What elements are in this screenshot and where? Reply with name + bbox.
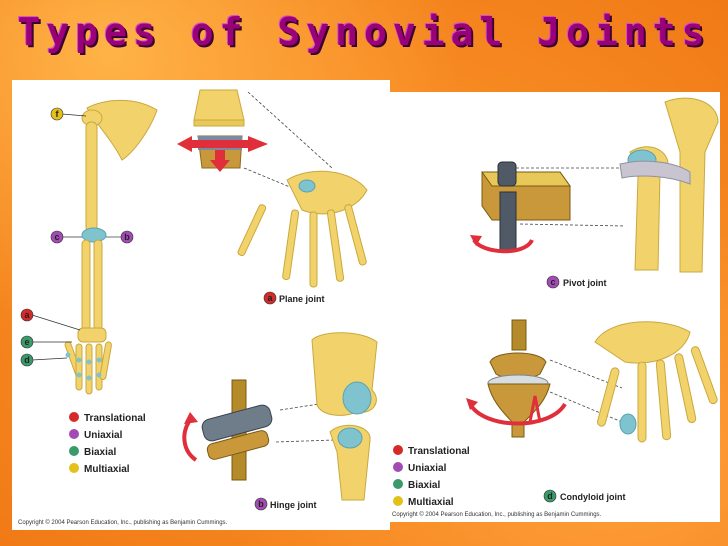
condyloid-joint-badge-text: d: [547, 491, 553, 501]
badge-a-text: a: [24, 310, 30, 320]
arm-skeleton: [64, 99, 158, 395]
hinge-joint-model: [182, 379, 273, 481]
legend-r-uniaxial-dot: [393, 462, 403, 472]
legend-r-uniaxial: Uniaxial: [408, 463, 447, 474]
legend-translational-dot: [69, 412, 79, 422]
legend-uniaxial: Uniaxial: [84, 430, 123, 441]
plane-joint-model: [177, 89, 268, 172]
legend-multiaxial: Multiaxial: [84, 464, 130, 475]
badge-f: [50, 107, 64, 121]
legend-r-translational-dot: [393, 445, 403, 455]
hinge-joint-badge: [254, 497, 268, 511]
condyloid-joint-model: [466, 319, 567, 438]
hinge-joint-label: Hinge joint: [270, 500, 317, 510]
legend-uniaxial-dot: [69, 429, 79, 439]
pivot-joint-label: Pivot joint: [563, 278, 607, 288]
left-figure-svg: f c b a e d: [18, 89, 378, 526]
badge-a: [20, 308, 34, 322]
badge-e-text: e: [24, 337, 29, 347]
right-legend: Translational Uniaxial Biaxial Multiaxia…: [393, 445, 470, 508]
legend-biaxial-dot: [69, 446, 79, 456]
badge-c-text: c: [54, 232, 59, 242]
right-figure-panel: c Pivot joint d Condyloid joint: [390, 92, 720, 522]
left-legend: Translational Uniaxial Biaxial Multiaxia…: [69, 412, 146, 475]
left-figure-panel: f c b a e d: [12, 80, 390, 530]
condyloid-joint-badge: [543, 489, 557, 503]
pivot-joint-badge-text: c: [550, 277, 555, 287]
hinge-joint-badge-text: b: [258, 499, 264, 509]
badge-f-text: f: [56, 109, 60, 119]
left-copyright: Copyright © 2004 Pearson Education, Inc.…: [18, 519, 228, 526]
plane-joint-badge-text: a: [267, 293, 273, 303]
right-copyright: Copyright © 2004 Pearson Education, Inc.…: [392, 511, 602, 518]
hand-skeleton-condyloid: [594, 321, 718, 443]
right-figure-svg: c Pivot joint d Condyloid joint: [392, 97, 719, 518]
slide-title: Types of Synovial Joints: [17, 10, 711, 54]
legend-multiaxial-dot: [69, 463, 79, 473]
pivot-joint-badge: [546, 275, 560, 289]
badge-c: [50, 230, 64, 244]
plane-joint-label: Plane joint: [279, 294, 325, 304]
badge-d-text: d: [24, 355, 30, 365]
pivot-joint-model: [470, 161, 571, 254]
hand-skeleton-plane: [237, 170, 368, 288]
legend-r-multiaxial: Multiaxial: [408, 497, 454, 508]
badge-d: [20, 353, 34, 367]
legend-r-biaxial-dot: [393, 479, 403, 489]
legend-translational: Translational: [84, 413, 146, 424]
condyloid-joint-label: Condyloid joint: [560, 492, 626, 502]
legend-r-translational: Translational: [408, 446, 470, 457]
legend-r-biaxial: Biaxial: [408, 480, 440, 491]
legend-biaxial: Biaxial: [84, 447, 116, 458]
badge-b-text: b: [124, 232, 130, 242]
plane-joint-badge: [263, 291, 277, 305]
badge-e: [20, 335, 34, 349]
forearm-bones-pivot: [619, 97, 719, 273]
badge-b: [120, 230, 134, 244]
elbow-bones-hinge: [311, 332, 378, 501]
legend-r-multiaxial-dot: [393, 496, 403, 506]
